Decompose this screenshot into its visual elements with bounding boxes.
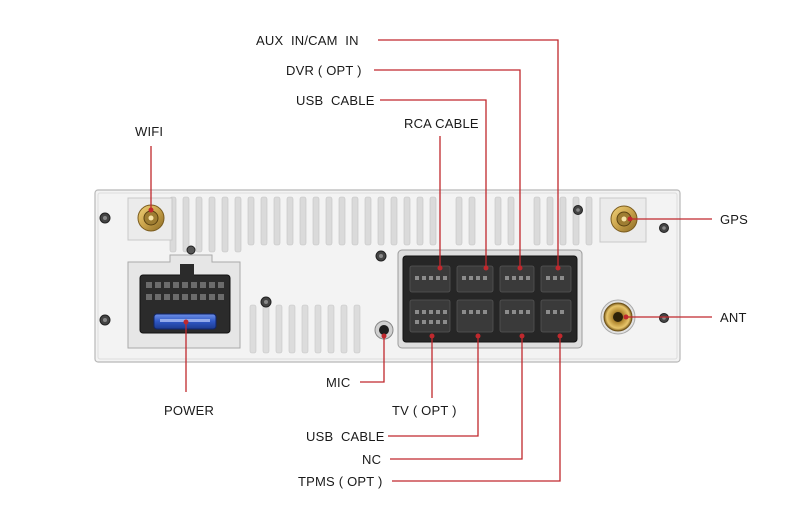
- harness-sockets-top: [409, 265, 572, 293]
- mic-jack: [374, 320, 394, 340]
- head-unit-chassis: [94, 189, 681, 363]
- label-nc: NC: [362, 452, 381, 467]
- label-usb-cable-bottom: USB CABLE: [306, 429, 385, 444]
- harness-pin-dots: [415, 276, 564, 324]
- label-ant: ANT: [720, 310, 747, 325]
- label-mic: MIC: [326, 375, 350, 390]
- label-rca-cable: RCA CABLE: [404, 116, 479, 131]
- power-iso-connector: [127, 254, 241, 349]
- label-power: POWER: [164, 403, 214, 418]
- harness-connector-block: [397, 249, 583, 349]
- label-tpms: TPMS ( OPT ): [298, 474, 383, 489]
- label-wifi: WIFI: [135, 124, 163, 139]
- chassis-screws: [99, 205, 669, 326]
- label-usb-cable-top: USB CABLE: [296, 93, 375, 108]
- label-dvr: DVR ( OPT ): [286, 63, 362, 78]
- label-aux-in: AUX IN/CAM IN: [256, 33, 359, 48]
- cooling-slots-upper: [169, 196, 593, 253]
- gps-antenna-connector: [599, 197, 647, 243]
- callout-labels: AUX IN/CAM IN DVR ( OPT ) USB CABLE RCA …: [135, 33, 748, 489]
- label-gps: GPS: [720, 212, 748, 227]
- leader-lines: [148, 39, 712, 482]
- power-pin-grid: [146, 282, 224, 300]
- cooling-slots-lower: [249, 304, 361, 354]
- harness-sockets-bottom: [409, 299, 572, 333]
- label-tv: TV ( OPT ): [392, 403, 457, 418]
- radio-antenna-jack: [600, 299, 636, 335]
- wifi-antenna-connector: [127, 197, 173, 241]
